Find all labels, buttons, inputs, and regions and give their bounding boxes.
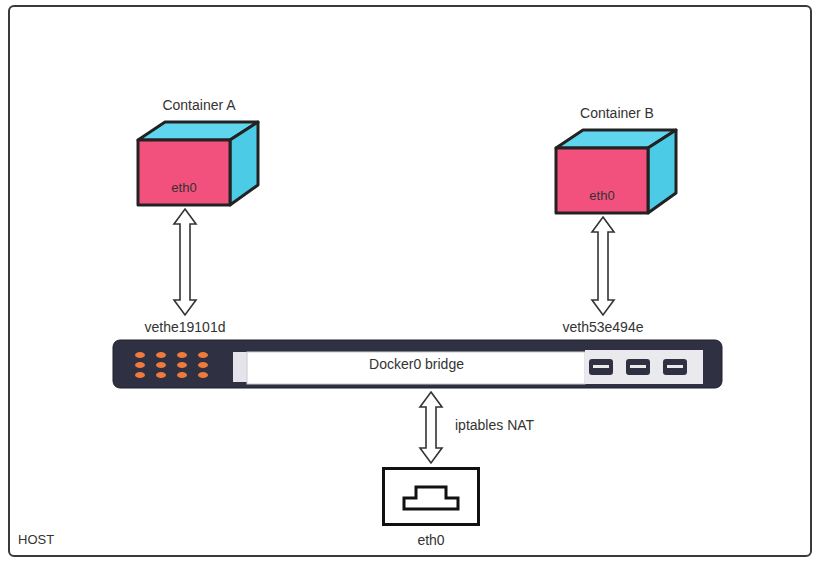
- double-arrow: [174, 209, 196, 315]
- led-dot: [156, 372, 166, 378]
- bridge-device: Docker0 bridge: [113, 340, 722, 388]
- port-icon: [626, 359, 650, 375]
- edge-label: veth53e494e: [560, 318, 647, 336]
- label-panel: [247, 352, 585, 384]
- led-dot: [156, 362, 166, 368]
- led-dot: [177, 362, 187, 368]
- container-cube: Container A eth0: [135, 95, 263, 205]
- edge-label: vethe19101d: [142, 318, 229, 336]
- led-dot: [135, 372, 145, 378]
- host-frame: Container Aeth0Container Beth0Docker0 br…: [8, 5, 812, 557]
- ethernet-port-icon: [404, 487, 458, 509]
- led-dot: [135, 362, 145, 368]
- cube-side: [230, 122, 258, 205]
- cube-front: [556, 148, 648, 213]
- led-dot: [177, 352, 187, 358]
- port-icon: [663, 359, 687, 375]
- double-arrow: [592, 217, 614, 315]
- port-frame: [384, 469, 479, 525]
- port-icon: [589, 359, 613, 375]
- interface-label: eth0: [138, 179, 230, 197]
- interface-label: eth0: [556, 187, 648, 205]
- led-dot: [135, 352, 145, 358]
- led-dot: [177, 372, 187, 378]
- led-dot: [198, 362, 208, 368]
- panel-tab: [233, 352, 247, 382]
- container-title: Container A: [135, 96, 263, 114]
- port-panel: [585, 350, 703, 384]
- led-dot: [198, 352, 208, 358]
- interface-label: eth0: [382, 531, 480, 549]
- led-dot: [156, 352, 166, 358]
- cube-front: [138, 140, 230, 205]
- led-dot: [198, 372, 208, 378]
- cube-side: [648, 130, 676, 213]
- bridge-label: Docker0 bridge: [248, 355, 585, 373]
- bridge-body: [113, 340, 722, 388]
- double-arrow: [420, 392, 442, 463]
- edge-label: iptables NAT: [452, 416, 537, 434]
- host-interface: eth0: [382, 467, 480, 549]
- container-cube: Container B eth0: [553, 103, 681, 213]
- container-title: Container B: [553, 104, 681, 122]
- host-label: HOST: [18, 531, 54, 549]
